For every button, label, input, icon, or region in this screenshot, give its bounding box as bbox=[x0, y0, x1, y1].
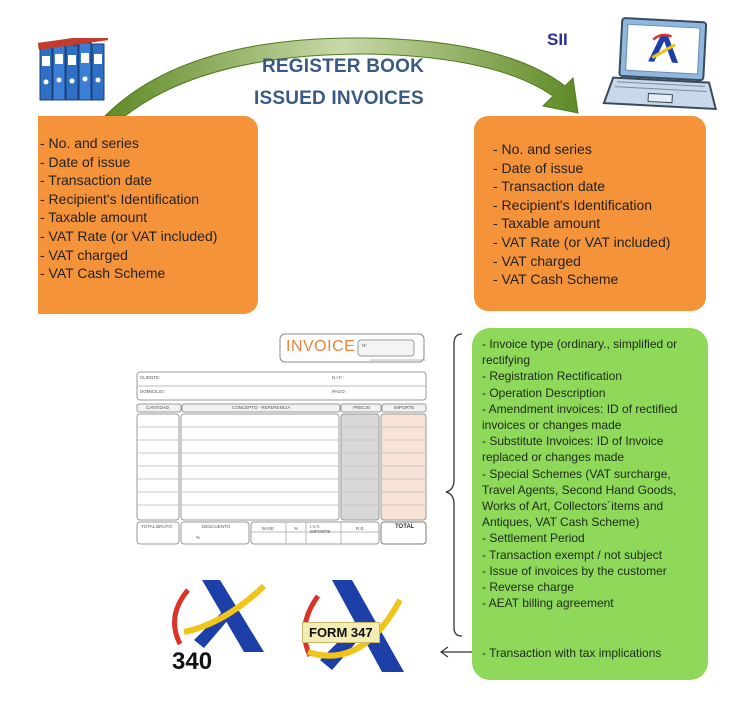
list-item: - Transaction date bbox=[493, 178, 606, 195]
list-item: - Date of issue bbox=[493, 159, 584, 176]
list-item: - Substitute Invoices: ID of Invoice rep… bbox=[482, 434, 664, 465]
invoice-col-importe: IMPORTE bbox=[394, 405, 415, 410]
list-item: - Date of issue bbox=[40, 153, 131, 170]
invoice-descuento: DESCUENTO bbox=[202, 524, 231, 529]
list-item: - Issue of invoices by the customer bbox=[482, 563, 667, 578]
invoice-heading: INVOICE bbox=[286, 338, 356, 355]
list-item: - Taxable amount bbox=[40, 209, 148, 226]
model-340-label: 340 bbox=[172, 648, 213, 675]
invoice-pct: % bbox=[294, 526, 299, 531]
invoice-total-bruto: TOTAL BRUTO bbox=[141, 524, 172, 529]
list-item: - Transaction date bbox=[40, 172, 153, 189]
right-register-box: - No. and series - Date of issue - Trans… bbox=[474, 116, 706, 311]
list-item: - No. and series bbox=[40, 135, 139, 151]
list-item: - VAT Rate (or VAT included) bbox=[493, 233, 671, 250]
list-item: - VAT Cash Scheme bbox=[40, 265, 166, 282]
invoice-form: INVOICE Nº CLIENTE: N.I.F.: DOMICILIO: P… bbox=[136, 332, 428, 548]
list-item: - Reverse charge bbox=[482, 580, 575, 595]
list-item: - Operation Description bbox=[482, 385, 606, 400]
list-item: - Recipient's Identification bbox=[493, 196, 653, 213]
laptop-icon bbox=[602, 17, 718, 111]
invoice-col-cantidad: CANTIDAD bbox=[146, 405, 170, 410]
sii-label: SII bbox=[547, 30, 568, 49]
list-item: - Special Schemes (VAT surcharge, Travel… bbox=[482, 466, 677, 530]
additional-fields-box: - Invoice type (ordinary., simplified or… bbox=[472, 328, 708, 680]
title-line-2: ISSUED INVOICES bbox=[254, 88, 424, 109]
transaction-tax-implications: - Transaction with tax implications bbox=[482, 646, 662, 660]
left-register-box: - No. and series - Date of issue - Trans… bbox=[38, 116, 258, 314]
bracket-connector bbox=[439, 333, 472, 658]
invoice-nif: N.I.F.: bbox=[332, 375, 344, 380]
invoice-base: BASE bbox=[262, 526, 275, 531]
invoice-re: R.E. bbox=[356, 526, 365, 531]
invoice-number-label: Nº bbox=[362, 343, 367, 348]
invoice-col-precio: PRECIO bbox=[353, 405, 371, 410]
list-item: - VAT charged bbox=[40, 246, 128, 263]
list-item: - AEAT billing agreement bbox=[482, 596, 614, 611]
left-register-list: - No. and series - Date of issue - Trans… bbox=[38, 116, 258, 283]
list-item: - VAT charged bbox=[493, 252, 581, 269]
invoice-cliente: CLIENTE: bbox=[140, 375, 161, 380]
invoice-descuento-pct: % bbox=[196, 535, 201, 540]
list-item: - VAT Rate (or VAT included) bbox=[40, 227, 218, 244]
aeat-logo-icon bbox=[172, 580, 267, 652]
title-line-1: REGISTER BOOK bbox=[262, 56, 425, 77]
list-item: - Recipient's Identification bbox=[40, 190, 200, 207]
invoice-domicilio: DOMICILIO: bbox=[140, 389, 165, 394]
invoice-col-concepto: CONCEPTO - REFERENCIA bbox=[232, 405, 291, 410]
list-item: - No. and series bbox=[493, 141, 592, 157]
list-item: - Invoice type (ordinary., simplified or… bbox=[482, 337, 678, 368]
binders-icon bbox=[38, 38, 109, 101]
curved-arrow bbox=[103, 37, 579, 117]
invoice-iva-importe: I.V.A. IMPORTE bbox=[310, 524, 331, 534]
invoice-form-drawing bbox=[136, 333, 427, 545]
form-347-label: FORM 347 bbox=[302, 622, 380, 643]
invoice-total: TOTAL bbox=[395, 524, 415, 530]
list-item: - VAT Cash Scheme bbox=[493, 271, 619, 288]
invoice-pago: PAGO: bbox=[332, 389, 346, 394]
list-item: - Amendment invoices: ID of rectified in… bbox=[482, 401, 678, 433]
list-item: - Taxable amount bbox=[493, 215, 601, 232]
additional-fields-list: - Invoice type (ordinary., simplified or… bbox=[472, 328, 708, 611]
list-item: - Transaction exempt / not subject bbox=[482, 547, 663, 562]
list-item: - Settlement Period bbox=[482, 531, 585, 546]
right-register-list: - No. and series - Date of issue - Trans… bbox=[474, 116, 706, 289]
list-item: - Registration Rectification bbox=[482, 369, 623, 384]
